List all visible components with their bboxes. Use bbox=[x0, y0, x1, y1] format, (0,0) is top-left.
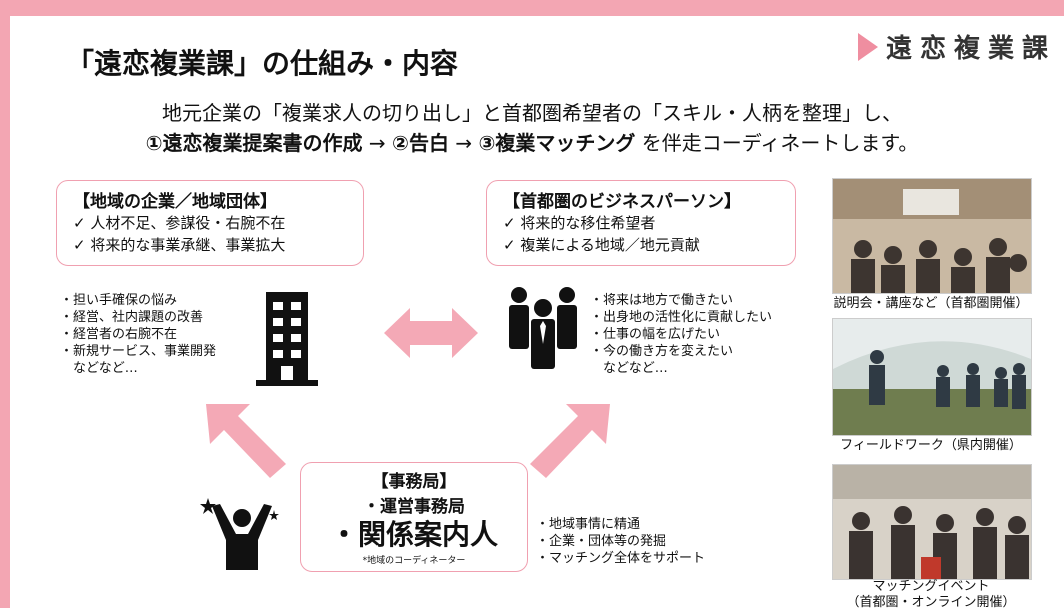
list-item: ・経営、社内課題の改善 bbox=[60, 310, 204, 325]
list-item: ・マッチング全体をサポート bbox=[536, 551, 706, 566]
office-line-1: ・運営事務局 bbox=[363, 497, 465, 517]
brand-logo: 遠恋複業課 bbox=[857, 28, 1056, 65]
step-1: ①遠恋複業提案書の作成 bbox=[145, 131, 363, 155]
list-item: ・新規サービス、事業開発 bbox=[60, 344, 217, 359]
office-bullet-list: ・地域事情に精通 ・企業・団体等の発掘 ・マッチング全体をサポート bbox=[536, 516, 705, 567]
office-note: *地域のコーディネーター bbox=[362, 556, 466, 566]
fieldwork-caption: フィールドワーク（県内開催） bbox=[840, 438, 1022, 453]
business-people-icon bbox=[509, 287, 577, 369]
list-item: ・将来は地方で働きたい bbox=[590, 293, 734, 308]
double-arrow-icon bbox=[384, 308, 478, 358]
list-item: ・仕事の幅を広げたい bbox=[590, 327, 721, 342]
list-item: ・経営者の右腕不在 bbox=[60, 327, 178, 342]
matching-caption-line-2: （首都圏・オンライン開催） bbox=[846, 595, 1016, 610]
list-item: ・出身地の活性化に貢献したい bbox=[590, 310, 773, 325]
office-box: 【事務局】 ・運営事務局 ・関係案内人 *地域のコーディネーター bbox=[300, 462, 528, 572]
list-item: ・担い手確保の悩み bbox=[60, 293, 178, 308]
subtitle-line-2: ①遠恋複業提案書の作成 → ②告白 → ③複業マッチング を伴走コーディネートし… bbox=[0, 128, 1064, 158]
cheering-person-icon bbox=[200, 498, 279, 570]
subtitle-line-1: 地元企業の「複業求人の切り出し」と首都圏希望者の「スキル・人柄を整理」し、 bbox=[162, 101, 902, 125]
list-item: ・企業・団体等の発掘 bbox=[536, 534, 667, 549]
metro-box-title: 【首都圏のビジネスパーソン】 bbox=[503, 192, 741, 212]
matching-event-caption: マッチングイベント （首都圏・オンライン開催） bbox=[826, 579, 1036, 611]
building-icon bbox=[256, 292, 318, 386]
arrow-to-metro-icon bbox=[530, 404, 610, 478]
list-item: などなど… bbox=[590, 361, 668, 376]
left-frame-bar bbox=[0, 0, 10, 608]
subtitle: 地元企業の「複業求人の切り出し」と首都圏希望者の「スキル・人柄を整理」し、 ①遠… bbox=[0, 98, 1064, 158]
local-box-title: 【地域の企業／地域団体】 bbox=[73, 192, 277, 212]
page-title: 「遠恋複業課」の仕組み・内容 bbox=[66, 47, 459, 80]
local-companies-box: 【地域の企業／地域団体】 ✓ 人材不足、参謀役・右腕不在 ✓ 将来的な事業承継、… bbox=[56, 180, 364, 266]
list-item: などなど… bbox=[60, 361, 138, 376]
metro-bullet-list: ・将来は地方で働きたい ・出身地の活性化に貢献したい ・仕事の幅を広げたい ・今… bbox=[590, 292, 772, 377]
brand-name: 遠恋複業課 bbox=[885, 34, 1056, 64]
office-line-2: ・関係案内人 bbox=[329, 518, 498, 551]
brand-arrow-icon bbox=[857, 32, 878, 61]
metro-business-box: 【首都圏のビジネスパーソン】 ✓ 将来的な移住希望者 ✓ 複業による地域／地元貢… bbox=[486, 180, 796, 266]
list-item: ・今の働き方を変えたい bbox=[590, 344, 734, 359]
fieldwork-photo bbox=[832, 318, 1032, 436]
list-item: ・地域事情に精通 bbox=[536, 517, 641, 532]
seminar-photo bbox=[832, 178, 1032, 294]
office-title: 【事務局】 bbox=[371, 472, 457, 492]
matching-caption-line-1: マッチングイベント bbox=[872, 579, 990, 594]
subtitle-tail: を伴走コーディネートします。 bbox=[641, 131, 919, 155]
step-arrow-2: → bbox=[455, 131, 473, 155]
matching-event-photo bbox=[832, 464, 1032, 580]
seminar-caption: 説明会・講座など（首都圏開催） bbox=[833, 296, 1029, 311]
metro-check-1: ✓ 将来的な移住希望者 bbox=[503, 214, 656, 232]
local-check-2: ✓ 将来的な事業承継、事業拡大 bbox=[73, 236, 286, 254]
arrow-to-local-icon bbox=[206, 404, 286, 478]
step-3: ③複業マッチング bbox=[478, 131, 636, 155]
step-2: ②告白 bbox=[392, 131, 449, 155]
step-arrow-1: → bbox=[368, 131, 386, 155]
metro-check-2: ✓ 複業による地域／地元貢献 bbox=[503, 236, 700, 254]
local-bullet-list: ・担い手確保の悩み ・経営、社内課題の改善 ・経営者の右腕不在 ・新規サービス、… bbox=[60, 292, 216, 377]
local-check-1: ✓ 人材不足、参謀役・右腕不在 bbox=[73, 214, 286, 232]
top-frame-bar bbox=[0, 0, 1064, 16]
